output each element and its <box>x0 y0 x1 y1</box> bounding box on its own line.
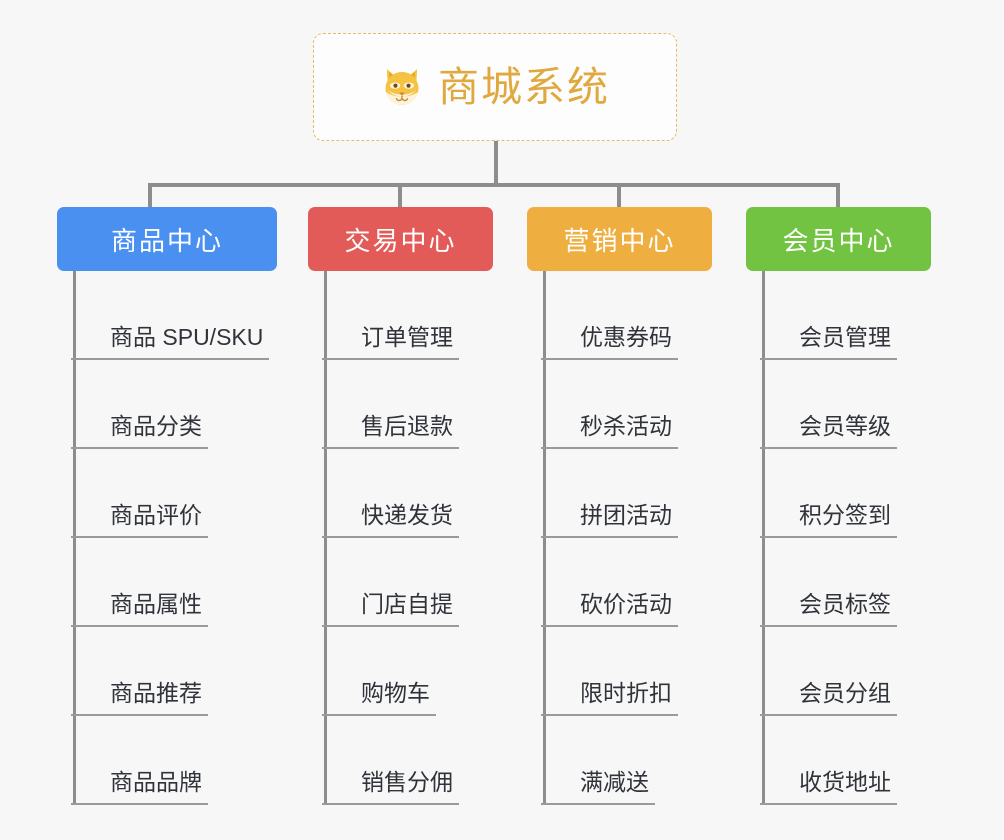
list-item[interactable]: 售后退款 <box>322 360 528 449</box>
branch-header-product-center[interactable]: 商品中心 <box>57 207 277 271</box>
list-item[interactable]: 商品品牌 <box>71 716 277 805</box>
list-item[interactable]: 优惠券码 <box>541 271 747 360</box>
leaf-label: 满减送 <box>541 771 655 805</box>
leaf-label: 售后退款 <box>322 415 459 449</box>
leaf-label: 砍价活动 <box>541 593 678 627</box>
leaf-label: 会员分组 <box>760 682 897 716</box>
list-item[interactable]: 拼团活动 <box>541 449 747 538</box>
branch-trunk <box>324 271 327 805</box>
leaf-label: 购物车 <box>322 682 436 716</box>
branch-body-marketing-center: 优惠券码 秒杀活动 拼团活动 砍价活动 限时折扣 满减送 <box>541 271 747 805</box>
leaf-label: 积分签到 <box>760 504 897 538</box>
leaf-label: 会员等级 <box>760 415 897 449</box>
root-node[interactable]: 商城系统 <box>313 33 677 141</box>
connector-horizontal-bus <box>148 183 836 187</box>
leaf-label: 会员标签 <box>760 593 897 627</box>
leaf-label: 秒杀活动 <box>541 415 678 449</box>
leaf-label: 商品属性 <box>71 593 208 627</box>
connector-drop-1 <box>148 183 152 207</box>
leaf-label: 会员管理 <box>760 326 897 360</box>
branch-header-trade-center[interactable]: 交易中心 <box>308 207 493 271</box>
root-title: 商城系统 <box>438 63 610 110</box>
leaf-label: 收货地址 <box>760 771 897 805</box>
list-item[interactable]: 限时折扣 <box>541 627 747 716</box>
leaf-label: 门店自提 <box>322 593 459 627</box>
list-item[interactable]: 收货地址 <box>760 716 966 805</box>
branch-trunk <box>762 271 765 805</box>
list-item[interactable]: 会员等级 <box>760 360 966 449</box>
connector-drop-3 <box>617 183 621 207</box>
list-item[interactable]: 商品分类 <box>71 360 277 449</box>
list-item[interactable]: 快递发货 <box>322 449 528 538</box>
list-item[interactable]: 销售分佣 <box>322 716 528 805</box>
leaf-label: 商品 SPU/SKU <box>70 326 270 360</box>
branch-trunk <box>73 271 76 805</box>
list-item[interactable]: 商品评价 <box>71 449 277 538</box>
branch-marketing-center: 营销中心 优惠券码 秒杀活动 拼团活动 砍价活动 限时折扣 满减送 <box>527 207 747 805</box>
leaf-label: 商品评价 <box>71 504 208 538</box>
branch-body-member-center: 会员管理 会员等级 积分签到 会员标签 会员分组 收货地址 <box>760 271 966 805</box>
leaf-label: 商品品牌 <box>71 771 208 805</box>
leaf-label: 商品推荐 <box>71 682 208 716</box>
branch-member-center: 会员中心 会员管理 会员等级 积分签到 会员标签 会员分组 收货地址 <box>746 207 966 805</box>
list-item[interactable]: 商品 SPU/SKU <box>70 271 277 360</box>
list-item[interactable]: 秒杀活动 <box>541 360 747 449</box>
branch-header-label: 营销中心 <box>563 225 676 256</box>
list-item[interactable]: 购物车 <box>322 627 528 716</box>
branch-body-trade-center: 订单管理 售后退款 快递发货 门店自提 购物车 销售分佣 <box>322 271 528 805</box>
leaf-label: 优惠券码 <box>541 326 678 360</box>
leaf-label: 拼团活动 <box>541 504 678 538</box>
list-item[interactable]: 会员标签 <box>760 538 966 627</box>
leaf-label: 限时折扣 <box>541 682 678 716</box>
leaf-label: 快递发货 <box>322 504 459 538</box>
branch-trunk <box>543 271 546 805</box>
branch-product-center: 商品中心 商品 SPU/SKU 商品分类 商品评价 商品属性 商品推荐 商品品牌 <box>57 207 277 805</box>
list-item[interactable]: 门店自提 <box>322 538 528 627</box>
connector-drop-4 <box>836 183 840 207</box>
branch-header-label: 会员中心 <box>782 225 895 256</box>
shiba-dog-face-icon <box>380 65 424 109</box>
branch-header-label: 交易中心 <box>344 225 457 256</box>
list-item[interactable]: 商品推荐 <box>71 627 277 716</box>
list-item[interactable]: 满减送 <box>541 716 747 805</box>
branch-body-product-center: 商品 SPU/SKU 商品分类 商品评价 商品属性 商品推荐 商品品牌 <box>70 271 277 805</box>
list-item[interactable]: 砍价活动 <box>541 538 747 627</box>
leaf-label: 商品分类 <box>71 415 208 449</box>
leaf-label: 订单管理 <box>322 326 459 360</box>
leaf-label: 销售分佣 <box>322 771 459 805</box>
connector-drop-2 <box>398 183 402 207</box>
branch-header-marketing-center[interactable]: 营销中心 <box>527 207 712 271</box>
connector-root-stem <box>494 141 498 185</box>
list-item[interactable]: 会员分组 <box>760 627 966 716</box>
list-item[interactable]: 会员管理 <box>760 271 966 360</box>
branch-header-member-center[interactable]: 会员中心 <box>746 207 931 271</box>
list-item[interactable]: 订单管理 <box>322 271 528 360</box>
branch-header-label: 商品中心 <box>110 225 223 256</box>
branch-trade-center: 交易中心 订单管理 售后退款 快递发货 门店自提 购物车 销售分佣 <box>308 207 528 805</box>
list-item[interactable]: 积分签到 <box>760 449 966 538</box>
list-item[interactable]: 商品属性 <box>71 538 277 627</box>
